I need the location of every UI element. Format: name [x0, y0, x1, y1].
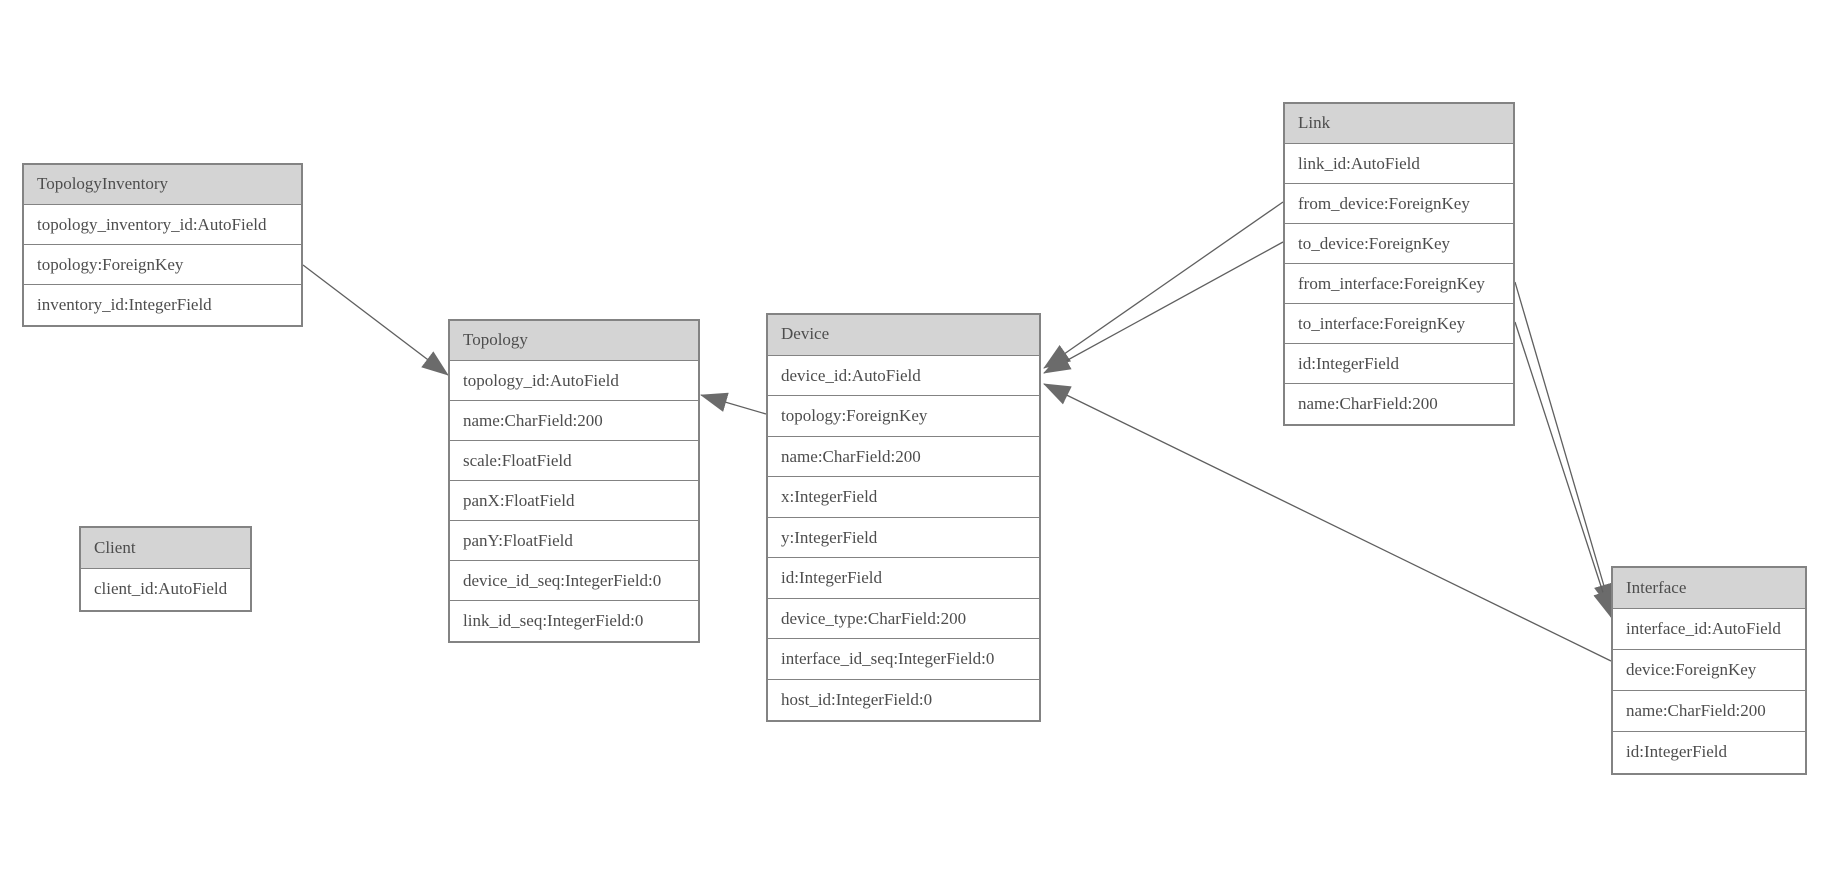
entity-device: Device device_id:AutoField topology:Fore… — [766, 313, 1041, 722]
edge-link-frominterface-interface — [1514, 281, 1614, 611]
field-topology-id: topology_id:AutoField — [450, 361, 698, 401]
field-topology-pany: panY:FloatField — [450, 521, 698, 561]
field-topology-device-id-seq: device_id_seq:IntegerField:0 — [450, 561, 698, 601]
entity-topologyinventory: TopologyInventory topology_inventory_id:… — [22, 163, 303, 327]
edge-device-topology — [700, 392, 767, 415]
field-device-id-integer: id:IntegerField — [768, 558, 1039, 599]
field-device-id: device_id:AutoField — [768, 355, 1039, 396]
field-link-from-device: from_device:ForeignKey — [1285, 184, 1513, 224]
field-topology-inventory-id: topology_inventory_id:AutoField — [24, 205, 301, 245]
field-client-id: client_id:AutoField — [81, 569, 250, 610]
entity-client-title: Client — [81, 528, 250, 569]
entity-interface-title: Interface — [1613, 568, 1805, 609]
field-link-name: name:CharField:200 — [1285, 384, 1513, 424]
field-link-to-interface: to_interface:ForeignKey — [1285, 304, 1513, 344]
field-interface-device: device:ForeignKey — [1613, 650, 1805, 691]
field-topology-scale: scale:FloatField — [450, 441, 698, 481]
entity-topologyinventory-title: TopologyInventory — [24, 165, 301, 205]
entity-client: Client client_id:AutoField — [79, 526, 252, 612]
edge-link-tointerface-interface — [1514, 321, 1613, 618]
entity-topology-title: Topology — [450, 321, 698, 361]
edge-link-todevice-device — [1043, 241, 1284, 374]
field-device-name: name:CharField:200 — [768, 436, 1039, 477]
field-topology-name: name:CharField:200 — [450, 401, 698, 441]
field-topology-link-id-seq: link_id_seq:IntegerField:0 — [450, 601, 698, 641]
field-link-id: link_id:AutoField — [1285, 144, 1513, 184]
field-device-host-id: host_id:IntegerField:0 — [768, 679, 1039, 720]
entity-device-title: Device — [768, 315, 1039, 356]
field-link-from-interface: from_interface:ForeignKey — [1285, 264, 1513, 304]
entity-link: Link link_id:AutoField from_device:Forei… — [1283, 102, 1515, 426]
edge-topologyinventory-topology — [302, 264, 449, 376]
field-link-id-integer: id:IntegerField — [1285, 344, 1513, 384]
field-device-y: y:IntegerField — [768, 517, 1039, 558]
entity-topology: Topology topology_id:AutoField name:Char… — [448, 319, 700, 643]
entity-interface: Interface interface_id:AutoField device:… — [1611, 566, 1807, 775]
field-interface-id-integer: id:IntegerField — [1613, 732, 1805, 773]
edge-link-fromdevice-device — [1043, 201, 1284, 369]
field-interface-id: interface_id:AutoField — [1613, 609, 1805, 650]
field-device-topology: topology:ForeignKey — [768, 396, 1039, 437]
field-topology-panx: panX:FloatField — [450, 481, 698, 521]
field-inventory-id: inventory_id:IntegerField — [24, 285, 301, 325]
edge-interface-device — [1043, 383, 1612, 662]
entity-link-title: Link — [1285, 104, 1513, 144]
field-device-x: x:IntegerField — [768, 477, 1039, 518]
field-link-to-device: to_device:ForeignKey — [1285, 224, 1513, 264]
field-device-interface-id-seq: interface_id_seq:IntegerField:0 — [768, 639, 1039, 680]
field-topologyinventory-topology: topology:ForeignKey — [24, 245, 301, 285]
field-device-type: device_type:CharField:200 — [768, 598, 1039, 639]
field-interface-name: name:CharField:200 — [1613, 691, 1805, 732]
